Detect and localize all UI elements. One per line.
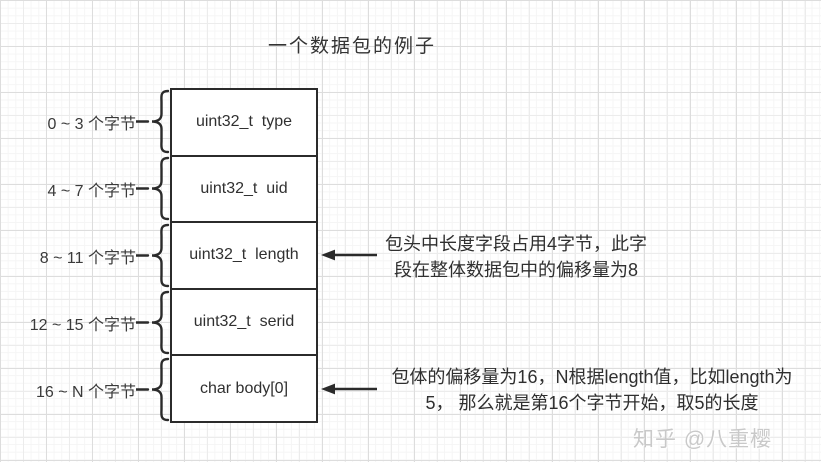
left-brace-icon — [136, 223, 170, 288]
packet-struct-table: uint32_t type uint32_t uid uint32_t leng… — [170, 88, 318, 423]
byte-range-label: 16 ~ N 个字节 — [35, 383, 136, 401]
field-cell-type: uint32_t type — [172, 90, 316, 157]
diagram-title: 一个数据包的例子 — [268, 36, 437, 57]
left-brace-icon — [136, 290, 170, 355]
field-cell-length: uint32_t length — [172, 223, 316, 290]
body-annotation: 包体的偏移量为16，N根据length值，比如length为 5， 那么就是第1… — [368, 364, 816, 416]
body-annotation-line2: 5， 那么就是第16个字节开始，取5的长度 — [425, 393, 759, 413]
byte-range-label: 4 ~ 7 个字节 — [47, 182, 136, 200]
left-brace-icon — [136, 156, 170, 221]
field-cell-serid: uint32_t serid — [172, 290, 316, 357]
left-brace-icon — [136, 357, 170, 422]
byte-range-label: 8 ~ 11 个字节 — [39, 249, 136, 267]
byte-range-label: 0 ~ 3 个字节 — [47, 115, 136, 133]
length-annotation-line1: 包头中长度字段占用4字节，此字 — [384, 234, 647, 254]
body-annotation-line1: 包体的偏移量为16，N根据length值，比如length为 — [391, 367, 793, 387]
annotation-arrow-icon — [321, 383, 377, 395]
watermark: 知乎 @八重樱 — [633, 428, 773, 451]
field-cell-uid: uint32_t uid — [172, 157, 316, 224]
byte-range-label: 12 ~ 15 个字节 — [29, 316, 136, 334]
length-annotation-line2: 段在整体数据包中的偏移量为8 — [393, 260, 638, 280]
field-cell-body: char body[0] — [199, 379, 289, 397]
length-annotation: 包头中长度字段占用4字节，此字 段在整体数据包中的偏移量为8 — [360, 231, 672, 283]
annotation-arrow-icon — [321, 249, 377, 261]
left-brace-icon — [136, 89, 170, 154]
